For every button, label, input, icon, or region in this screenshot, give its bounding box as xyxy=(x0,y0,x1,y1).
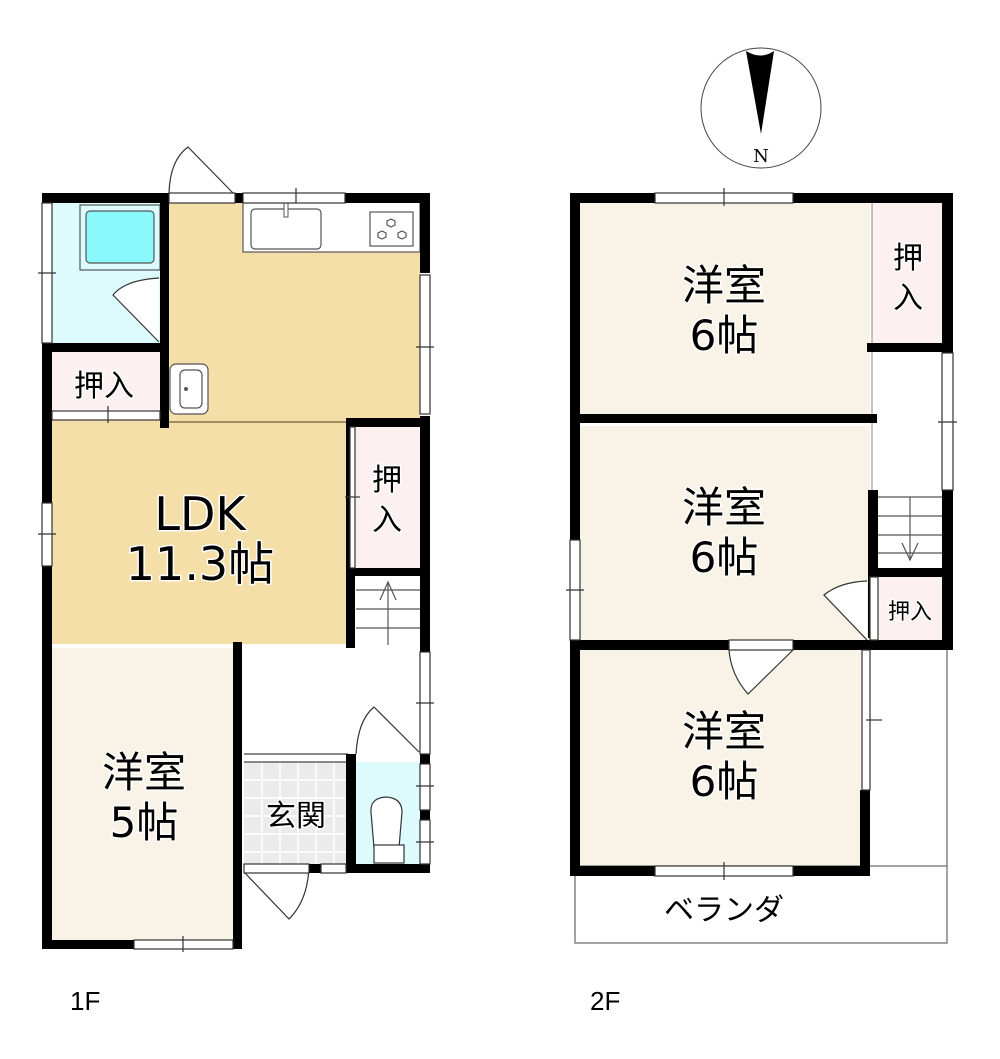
closet-2f-top-label-1: 押 xyxy=(893,241,923,276)
stairs-1f xyxy=(356,580,420,645)
stairs-2f xyxy=(878,496,942,562)
door-mid-room-icon xyxy=(823,580,868,641)
western-top-size: 6帖 xyxy=(690,311,759,360)
north-compass-icon xyxy=(700,47,822,169)
western-top-label: 洋室 xyxy=(682,261,766,310)
closet-2f-top-label-2: 入 xyxy=(893,281,923,316)
closet-2f-top-fill xyxy=(872,203,942,347)
western-bottom-fill xyxy=(580,650,868,866)
closet-1f-left-fill xyxy=(50,352,162,410)
western-mid-fill xyxy=(580,426,870,640)
closet-1f-left-label: 押入 xyxy=(74,369,134,404)
closet-1f-right-label-1: 押 xyxy=(372,463,402,498)
western-bottom-size: 6帖 xyxy=(690,757,759,806)
closet-1f-right-label-2: 入 xyxy=(372,503,402,538)
western-mid-label: 洋室 xyxy=(682,483,766,532)
floor-1-plan xyxy=(38,146,434,952)
window-ticks-1f xyxy=(38,188,434,952)
stove xyxy=(369,211,414,247)
western-mid-size: 6帖 xyxy=(690,533,759,582)
western-5-fill xyxy=(50,648,236,940)
bath-door-icon xyxy=(112,277,160,343)
closet-2f-small-label: 押入 xyxy=(888,600,932,625)
western-5-label: 洋室 xyxy=(102,748,186,797)
closet-2f-small-fill xyxy=(878,577,942,640)
entrance-door-icon xyxy=(243,865,310,920)
veranda-label: ベランダ xyxy=(664,893,784,928)
entrance-label: 玄関 xyxy=(266,799,326,834)
floor-2-plan xyxy=(566,47,957,944)
window-ticks-2f xyxy=(566,188,957,880)
bathtub xyxy=(85,210,155,264)
ldk-fill-bottom xyxy=(50,420,350,644)
ldk-size: 11.3帖 xyxy=(126,537,274,591)
closet-1f-right-fill xyxy=(355,426,420,568)
door-bottom-room-icon xyxy=(728,649,794,695)
western-bottom-label: 洋室 xyxy=(682,707,766,756)
walls-2f xyxy=(570,193,953,876)
western-5-size: 5帖 xyxy=(110,798,179,847)
stove-burners-icon xyxy=(377,218,407,240)
compass-label: N xyxy=(753,146,769,167)
toilet-icon xyxy=(370,796,403,849)
western-top-fill xyxy=(580,203,870,419)
back-door-icon xyxy=(168,146,234,194)
toilet-door-icon xyxy=(355,706,420,755)
ldk-label: LDK xyxy=(154,487,247,541)
entrance-tile-grid xyxy=(244,762,348,864)
faucet xyxy=(283,202,289,218)
floor-2-label: 2F xyxy=(590,986,620,1016)
floor-1-label: 1F xyxy=(70,986,100,1016)
